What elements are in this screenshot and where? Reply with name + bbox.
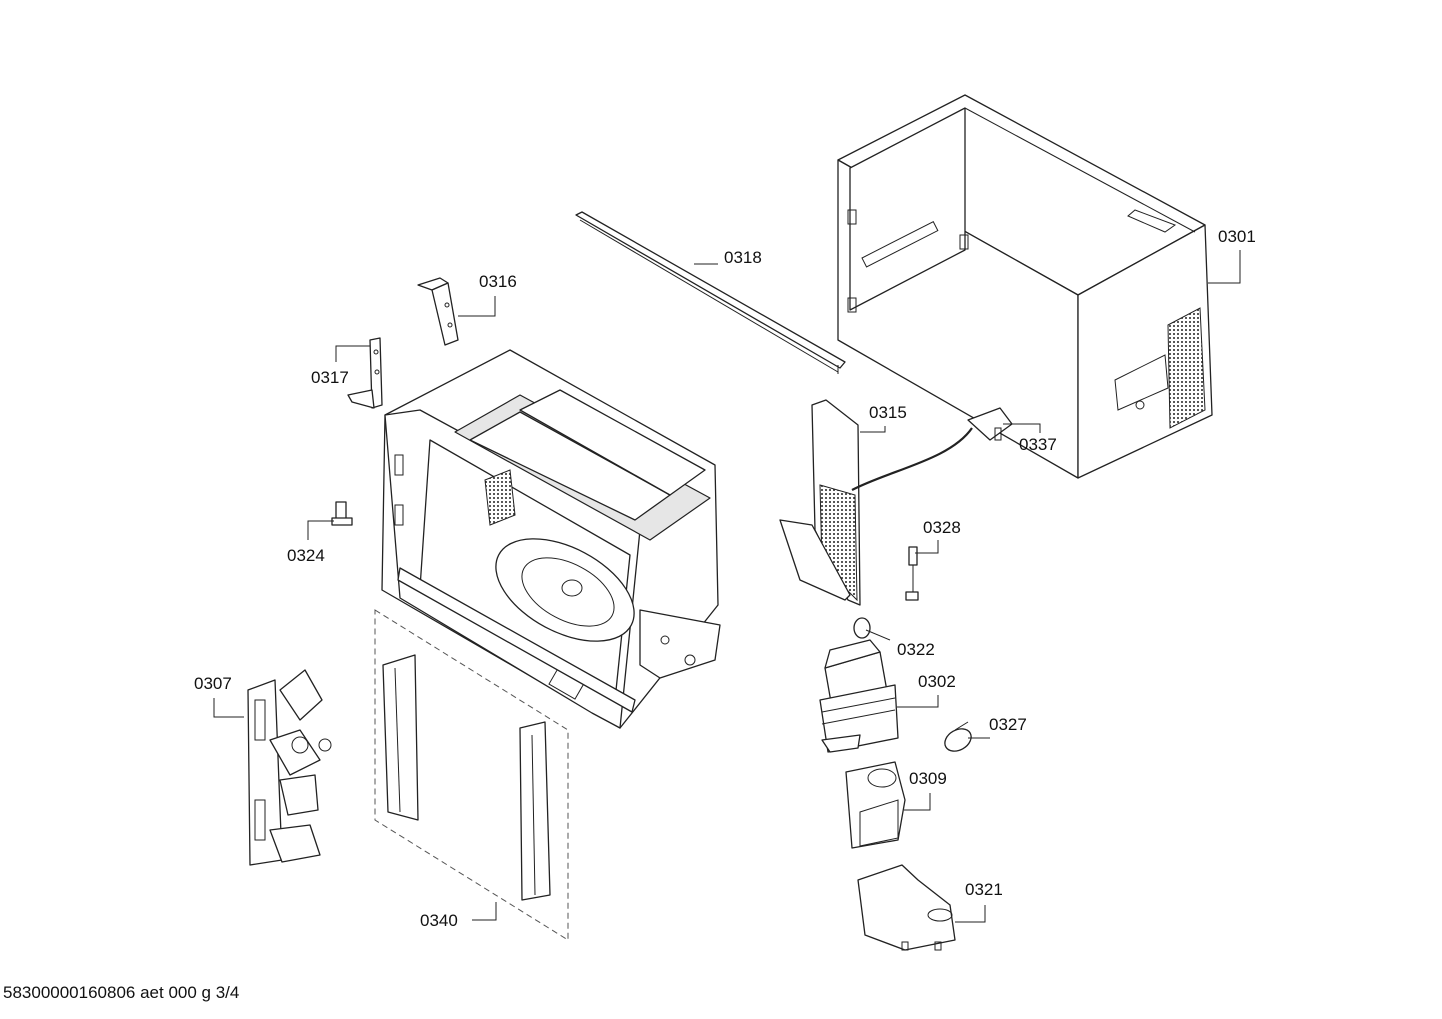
callout-0322: 0322 bbox=[897, 640, 935, 659]
air-duct-part-0321 bbox=[857, 864, 956, 951]
screw-part-0324 bbox=[331, 501, 353, 526]
callout-0301: 0301 bbox=[1218, 227, 1256, 246]
connector-part-0328 bbox=[905, 546, 919, 601]
callout-0302: 0302 bbox=[918, 672, 956, 691]
thermal-fuse-part-0327 bbox=[944, 721, 972, 752]
door-latch-part-0307 bbox=[247, 669, 332, 866]
fan-guide-part-0309 bbox=[845, 761, 906, 849]
callout-0317: 0317 bbox=[311, 368, 349, 387]
callout-0324: 0324 bbox=[287, 546, 325, 565]
callout-0307: 0307 bbox=[194, 674, 232, 693]
rail-strip-part-0318 bbox=[575, 211, 846, 374]
outer-housing-part-0301 bbox=[837, 94, 1213, 479]
callout-0315: 0315 bbox=[869, 403, 907, 422]
document-code-footer: 58300000160806 aet 000 g 3/4 bbox=[3, 983, 240, 1002]
callout-0327: 0327 bbox=[989, 715, 1027, 734]
callout-0321: 0321 bbox=[965, 880, 1003, 899]
bracket-part-0316 bbox=[417, 277, 459, 346]
callout-0318: 0318 bbox=[724, 248, 762, 267]
fuse-part-0322 bbox=[853, 617, 871, 639]
leader-lines bbox=[213, 250, 1241, 923]
door-seals-part-0340 bbox=[374, 609, 569, 941]
bracket-part-0317 bbox=[347, 337, 383, 409]
transformer-part-0302 bbox=[819, 639, 899, 753]
electronics-panel-part-0315 bbox=[779, 399, 1013, 606]
callout-0316: 0316 bbox=[479, 272, 517, 291]
callout-0309: 0309 bbox=[909, 769, 947, 788]
oven-cavity-assembly bbox=[381, 349, 721, 729]
callout-0337: 0337 bbox=[1019, 435, 1057, 454]
callout-0340: 0340 bbox=[420, 911, 458, 930]
callout-0328: 0328 bbox=[923, 518, 961, 537]
